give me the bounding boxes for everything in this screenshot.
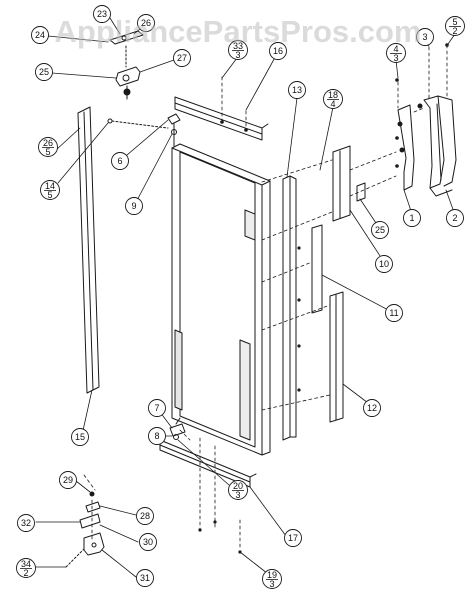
callout-label-c2: 2: [452, 213, 457, 223]
upper-hinge-assembly: [109, 30, 144, 100]
callout-label-c33: 33: [233, 41, 243, 51]
callout-label-c10: 10: [379, 259, 389, 269]
callout-sublabel-c33: 3: [235, 50, 240, 60]
callout-sublabel-c19: 3: [269, 579, 274, 589]
callout-label-c31: 31: [140, 573, 150, 583]
callout-label-c3: 3: [422, 32, 427, 42]
callout-circles: [16, 5, 465, 589]
callout-label-c4: 4: [393, 44, 398, 54]
callout-label-c32: 32: [21, 518, 31, 528]
callout-label-c14: 14: [45, 181, 55, 191]
callout-label-c34: 34: [21, 559, 31, 569]
callout-label-c29: 29: [63, 475, 73, 485]
lower-hinge-pin: [169, 417, 186, 440]
right-vertical-rail: [282, 175, 297, 441]
callout-sublabel-c26l: 5: [45, 147, 50, 157]
callout-label-c11: 11: [389, 308, 398, 318]
callout-sublabel-c20: 3: [235, 490, 240, 500]
callout-label-c18: 18: [328, 90, 338, 100]
callout-label-c26t: 26: [141, 18, 151, 28]
callout-label-c12: 12: [367, 403, 377, 413]
callout-label-c20: 20: [233, 481, 243, 491]
label-plate: [356, 182, 366, 202]
top-door-cap: [174, 96, 269, 141]
callout-label-c25a: 25: [39, 67, 49, 77]
retainer-strip-12: [329, 291, 344, 423]
left-vertical-trim: [77, 106, 169, 394]
callout-label-c24: 24: [35, 30, 45, 40]
callout-label-c23: 23: [97, 9, 107, 19]
mounting-screws: [198, 43, 449, 554]
callout-label-c13: 13: [292, 85, 302, 95]
door-hinge-pin: [167, 113, 181, 147]
callout-label-c28: 28: [140, 511, 150, 521]
retainer-strip-11: [311, 224, 323, 314]
bottom-hinge-assembly: [65, 491, 105, 568]
callout-label-c26l: 26: [43, 138, 53, 148]
door-panel: [171, 143, 271, 456]
callout-sublabel-c4: 3: [393, 53, 398, 63]
callout-label-c9: 9: [131, 201, 136, 211]
callout-label-c25b: 25: [375, 225, 385, 235]
callout-sublabel-c18: 4: [330, 99, 335, 109]
assembly-guide-lines: [83, 44, 448, 551]
callout-label-c30: 30: [143, 537, 153, 547]
callout-sublabel-c14: 5: [47, 190, 52, 200]
callout-label-c7: 7: [154, 403, 159, 413]
callout-label-c6: 6: [117, 156, 122, 166]
callout-label-c27: 27: [177, 53, 187, 63]
callout-sublabel-c34: 2: [23, 568, 28, 578]
callout-label-c8: 8: [154, 431, 159, 441]
callout-label-c16: 16: [273, 46, 283, 56]
retainer-strip-10: [332, 145, 351, 222]
door-handle-2: [417, 95, 457, 197]
callout-label-c15: 15: [75, 432, 85, 442]
callout-label-c5: 5: [452, 17, 457, 27]
callout-sublabel-c5: 2: [452, 26, 457, 36]
door-handle-1: [397, 104, 415, 191]
callout-label-c1: 1: [409, 213, 414, 223]
callout-label-c19: 19: [267, 570, 277, 580]
callout-label-c17: 17: [288, 533, 298, 543]
